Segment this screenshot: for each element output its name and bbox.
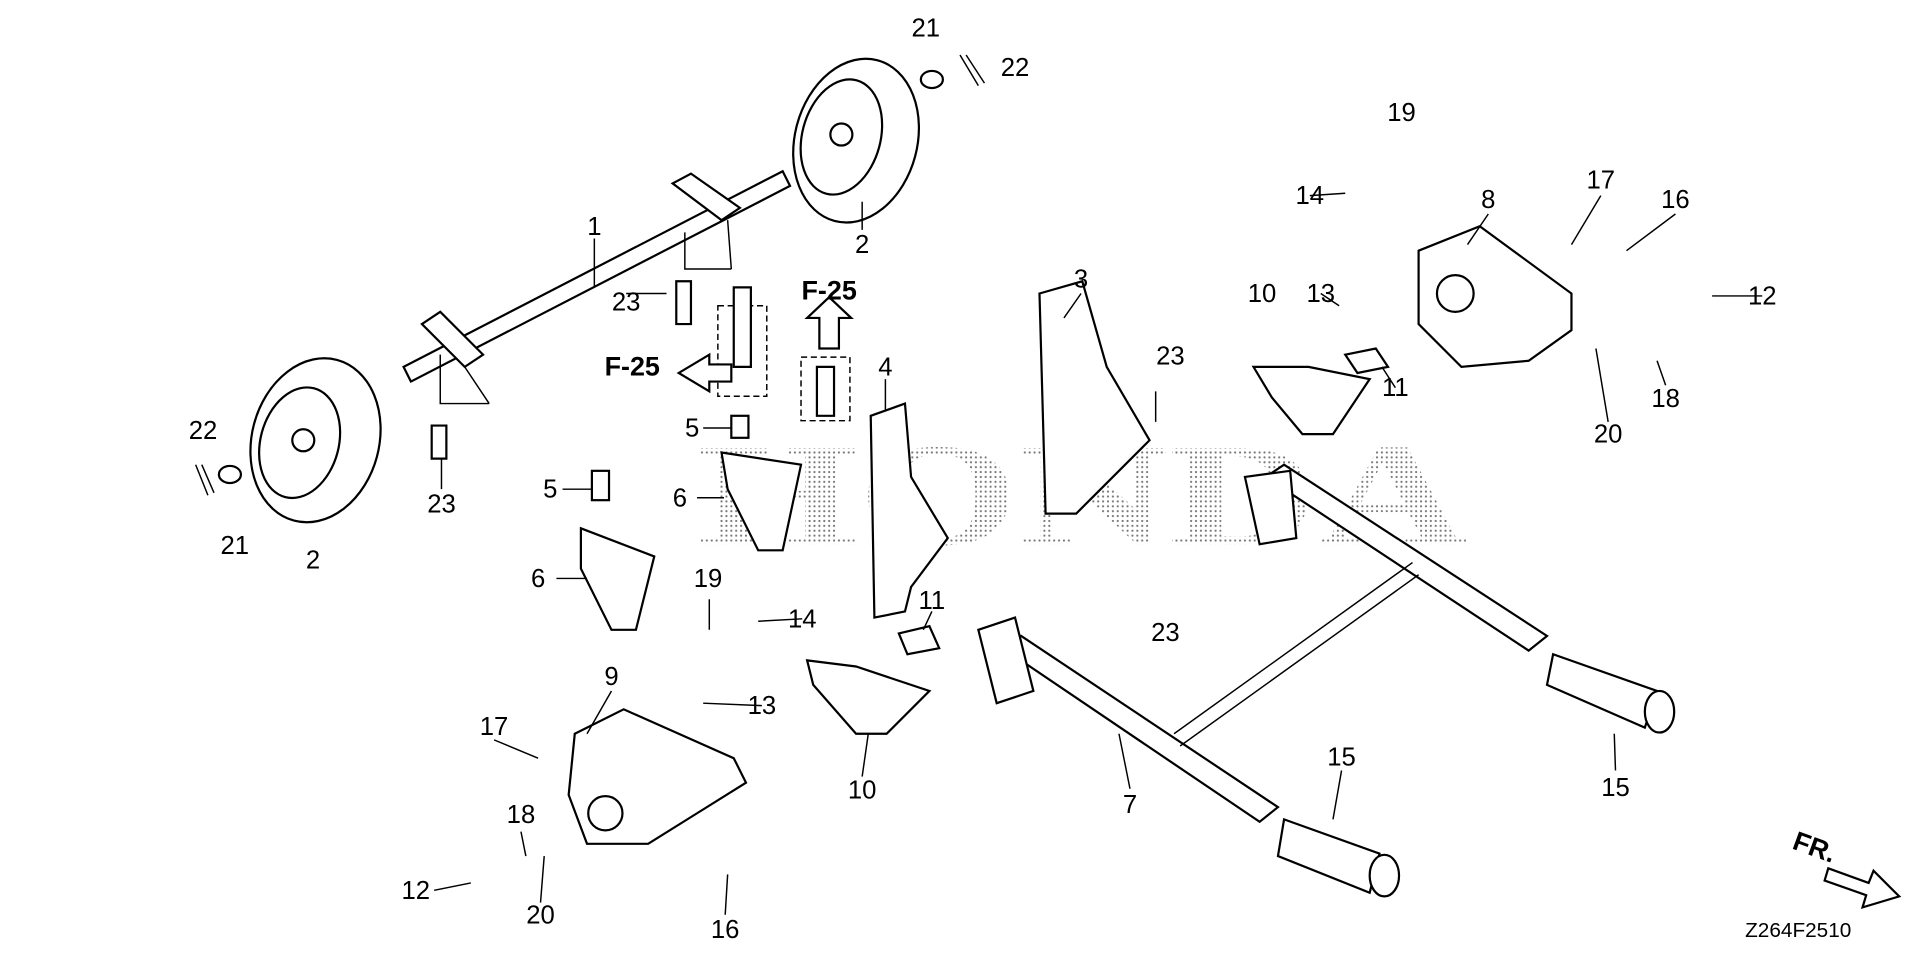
callout-15[interactable]: 15 <box>1327 744 1356 772</box>
reference-f25-up[interactable]: F-25 <box>801 276 856 306</box>
callout-5[interactable]: 5 <box>685 415 699 443</box>
callout-8[interactable]: 8 <box>1481 186 1495 214</box>
callout-22[interactable]: 22 <box>189 417 218 445</box>
callout-12[interactable]: 12 <box>402 877 431 905</box>
callout-13[interactable]: 13 <box>1306 280 1335 308</box>
callout-9[interactable]: 9 <box>604 663 618 691</box>
callout-23[interactable]: 23 <box>1156 342 1185 370</box>
callout-5[interactable]: 5 <box>543 476 557 504</box>
callout-6[interactable]: 6 <box>673 484 687 512</box>
callout-18[interactable]: 18 <box>507 801 536 829</box>
callout-14[interactable]: 14 <box>788 605 817 633</box>
callout-21[interactable]: 21 <box>911 15 940 43</box>
front-indicator: FR. <box>1789 826 1840 869</box>
callout-15[interactable]: 15 <box>1601 774 1630 802</box>
callout-19[interactable]: 19 <box>1387 99 1416 127</box>
callout-1[interactable]: 1 <box>587 213 601 241</box>
callout-21[interactable]: 21 <box>221 532 250 560</box>
callout-16[interactable]: 16 <box>1661 186 1690 214</box>
callout-23[interactable]: 23 <box>427 490 456 518</box>
callout-22[interactable]: 22 <box>1001 54 1030 82</box>
callout-18[interactable]: 18 <box>1651 385 1680 413</box>
diagram-code: Z264F2510 <box>1745 919 1851 942</box>
wheel-left <box>249 357 382 524</box>
callout-4[interactable]: 4 <box>878 353 892 381</box>
callout-13[interactable]: 13 <box>748 692 777 720</box>
callout-3[interactable]: 3 <box>1074 265 1088 293</box>
wheel-right <box>792 57 921 224</box>
callout-7[interactable]: 7 <box>1123 791 1137 819</box>
front-arrow-icon <box>1823 866 1902 910</box>
reference-f25-left[interactable]: F-25 <box>605 351 660 381</box>
callout-11[interactable]: 11 <box>1382 374 1409 402</box>
callout-19[interactable]: 19 <box>694 565 723 593</box>
callout-2[interactable]: 2 <box>855 231 869 259</box>
callout-20[interactable]: 20 <box>1594 421 1623 449</box>
callout-10[interactable]: 10 <box>1248 280 1277 308</box>
callout-14[interactable]: 14 <box>1295 182 1324 210</box>
callout-12[interactable]: 12 <box>1748 283 1777 311</box>
handle-frame <box>977 463 1549 824</box>
callout-11[interactable]: 11 <box>919 587 946 615</box>
callout-2[interactable]: 2 <box>306 547 320 575</box>
callout-17[interactable]: 17 <box>1587 166 1616 194</box>
callout-6[interactable]: 6 <box>531 565 545 593</box>
rear-axle <box>402 169 792 405</box>
callout-16[interactable]: 16 <box>711 916 740 944</box>
callout-23[interactable]: 23 <box>612 289 641 317</box>
callout-20[interactable]: 20 <box>526 901 555 929</box>
callout-10[interactable]: 10 <box>848 777 877 805</box>
callout-23[interactable]: 23 <box>1151 619 1180 647</box>
callout-17[interactable]: 17 <box>480 713 509 741</box>
